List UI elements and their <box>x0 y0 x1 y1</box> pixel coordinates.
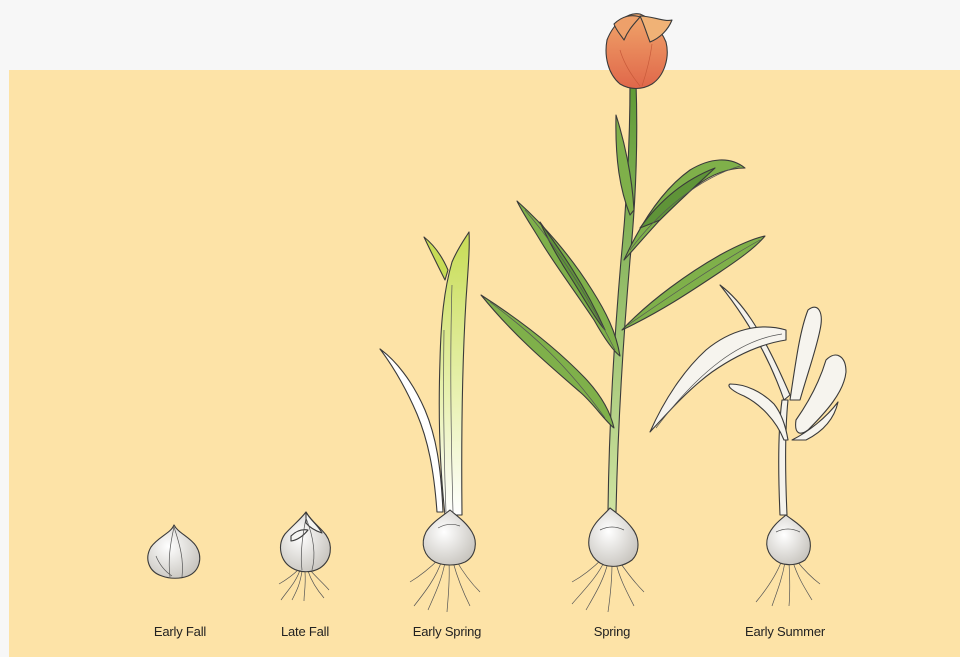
stage-early-fall-bulb <box>148 525 200 578</box>
stage-early-summer-plant <box>650 285 846 606</box>
stage-label-spring: Spring <box>594 624 630 639</box>
stage-late-fall-bulb <box>279 512 330 601</box>
stage-label-late-fall: Late Fall <box>281 624 329 639</box>
stage-label-early-fall: Early Fall <box>154 624 206 639</box>
stage-label-early-spring: Early Spring <box>413 624 481 639</box>
stage-spring-plant <box>481 14 765 612</box>
stage-label-early-summer: Early Summer <box>745 624 825 639</box>
stage-early-spring-plant <box>380 232 480 612</box>
